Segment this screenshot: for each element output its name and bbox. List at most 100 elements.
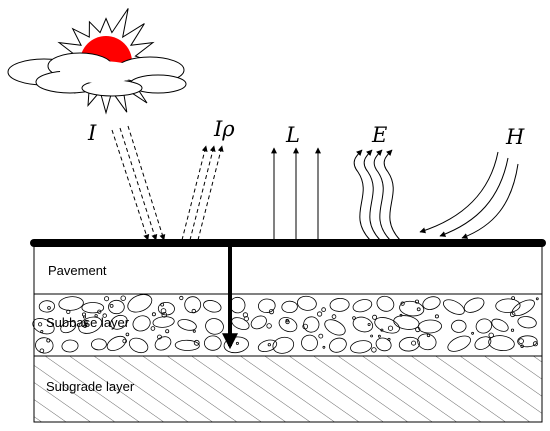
symbol-reflected-radiation: Iρ — [213, 117, 235, 141]
stone — [488, 335, 515, 352]
symbol-convection: H — [505, 125, 525, 149]
stone — [128, 337, 149, 354]
gravel-dot — [179, 295, 184, 301]
stone — [352, 316, 374, 333]
gravel-dot — [371, 347, 377, 353]
gravel-dot — [120, 295, 126, 301]
stone — [106, 335, 127, 351]
gravel-dot — [411, 340, 417, 346]
gravel-dot — [352, 316, 356, 320]
cloud-icon — [7, 52, 187, 97]
gravel-dot — [157, 334, 162, 340]
gravel-dot — [400, 301, 405, 306]
subbase-label: Subbase layer — [46, 315, 130, 330]
stone — [108, 299, 125, 315]
gravel-dot — [102, 313, 107, 318]
pavement-layer: Pavement — [33, 245, 543, 295]
stone — [60, 320, 77, 334]
stone — [177, 319, 197, 331]
gravel-dot — [97, 309, 102, 314]
gravel-dot — [414, 299, 419, 304]
gravel-dot — [267, 343, 271, 347]
stone — [91, 338, 107, 351]
gravel-dot — [83, 315, 87, 319]
gravel-dot — [322, 345, 326, 349]
evaporation-arrows — [353, 149, 401, 241]
subgrade-label: Subgrade layer — [46, 379, 135, 394]
convection-arrows — [419, 151, 519, 239]
gravel-dot — [40, 329, 44, 333]
gravel-dot — [150, 326, 156, 331]
gravel-dot — [387, 325, 394, 331]
gravel-dot — [192, 329, 196, 333]
gravel-dot — [285, 319, 290, 325]
gravel-dot — [94, 314, 98, 318]
gravel-dot — [434, 314, 439, 319]
gravel-dot — [426, 333, 431, 338]
gravel-dot — [193, 339, 200, 346]
stone — [297, 295, 317, 311]
stone — [475, 318, 493, 334]
stone — [281, 300, 298, 314]
stone — [127, 294, 153, 313]
stone — [272, 336, 295, 354]
stone — [350, 340, 373, 354]
subgrade-layer: Subgrade layer — [33, 355, 543, 423]
stone — [81, 302, 105, 314]
stone — [157, 301, 175, 316]
gravel-dot — [243, 316, 249, 322]
gravel-dot — [109, 303, 114, 308]
gravel-dot — [416, 307, 421, 312]
gravel-dot — [488, 332, 494, 338]
gravel-dot — [510, 328, 515, 332]
stone — [399, 300, 425, 317]
stone — [32, 318, 55, 335]
gravel-dot — [47, 306, 51, 310]
stone — [324, 319, 346, 336]
gravel-dot — [268, 308, 275, 315]
gravel-dot — [321, 307, 326, 312]
gravel-dot — [151, 312, 156, 317]
stone — [443, 299, 465, 315]
stone — [278, 317, 298, 333]
stone — [463, 297, 485, 313]
gravel-dot — [370, 334, 374, 338]
gravel-dot — [84, 323, 88, 327]
stone — [250, 315, 267, 330]
stone — [376, 295, 395, 312]
gravel-dot — [316, 311, 323, 317]
stone — [517, 316, 537, 329]
stone — [205, 318, 224, 335]
gravel-dot — [160, 308, 167, 314]
stone — [132, 315, 151, 332]
pavement-label: Pavement — [48, 263, 107, 278]
stone — [491, 318, 509, 332]
stone — [58, 296, 84, 311]
gravel-dot — [266, 323, 272, 329]
gravel-dot — [510, 311, 516, 318]
gravel-dot — [380, 328, 384, 332]
stone — [257, 339, 278, 352]
stone — [495, 298, 521, 313]
stone — [301, 334, 318, 352]
gravel-dot — [520, 344, 524, 348]
gravel-dot — [415, 326, 421, 333]
stone — [375, 337, 392, 352]
stone — [78, 316, 103, 334]
stone — [38, 300, 55, 313]
gravel-dot — [518, 338, 524, 344]
gravel-dot — [46, 338, 51, 343]
stone — [422, 296, 441, 310]
gravel-dot — [39, 348, 45, 354]
gravel-dot — [367, 322, 371, 326]
subbase-stones — [32, 294, 539, 354]
stone — [35, 337, 54, 354]
gravel-dot — [511, 296, 515, 301]
stone — [451, 319, 467, 333]
gravel-dot — [122, 338, 127, 344]
stone — [511, 299, 535, 317]
gravel-dot — [242, 312, 248, 318]
gravel-dot — [37, 322, 43, 327]
stone — [110, 314, 128, 330]
gravel-dot — [535, 297, 539, 301]
